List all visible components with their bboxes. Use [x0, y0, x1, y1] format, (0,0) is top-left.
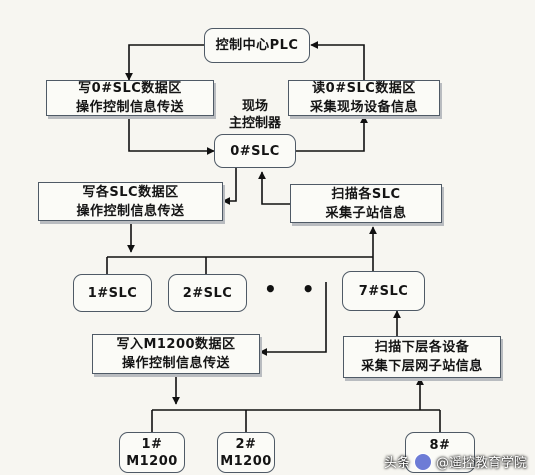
plc-node: 控制中心PLC	[204, 28, 310, 63]
write-m1200-node: 写入M1200数据区 操作控制信息传送	[92, 334, 260, 374]
arrow-slc0-to-read0	[296, 115, 368, 152]
plc-node-label: 控制中心PLC	[215, 38, 299, 53]
scan-lower-line-1: 扫描下层各设备	[374, 340, 470, 355]
read-0-slc-line-2: 采集现场设备信息	[309, 100, 418, 115]
m1200-2-node: 2# M1200	[217, 432, 275, 473]
slc-1-node: 1#SLC	[73, 274, 152, 312]
site-master-line-1: 现场	[241, 99, 268, 114]
write-each-slc-line-1: 写各SLC数据区	[82, 184, 179, 200]
m1200-1-node: 1# M1200	[119, 432, 185, 473]
scan-each-slc-line-1: 扫描各SLC	[331, 186, 401, 202]
m1200-1-line-2: M1200	[126, 453, 178, 469]
slc-0-label: 0#SLC	[230, 143, 280, 159]
write-each-slc-node: 写各SLC数据区 操作控制信息传送	[38, 182, 223, 221]
site-master-label: 现场 主控制器	[222, 98, 288, 132]
watermark: 头条 @遥控教育学院	[384, 452, 527, 471]
slc-7-node: 7#SLC	[342, 271, 425, 311]
arrow-read0-to-plc	[310, 41, 365, 80]
write-m1200-line-1: 写入M1200数据区	[116, 337, 236, 352]
read-0-slc-node: 读0#SLC数据区 采集现场设备信息	[288, 80, 440, 116]
m1200-8-line-1: 8#	[429, 438, 451, 453]
write-0-slc-node: 写0#SLC数据区 操作控制信息传送	[46, 80, 214, 116]
account-avatar-icon	[413, 452, 432, 471]
m1200-2-line-2: M1200	[220, 453, 272, 469]
slc-2-node: 2#SLC	[168, 274, 247, 312]
arrow-scaneach-to-slc0	[258, 171, 290, 205]
arrow-write0-to-slc0	[128, 116, 215, 155]
scan-lower-node: 扫描下层各设备 采集下层网子站信息	[343, 336, 501, 378]
arrow-slc0-to-writeeach	[222, 168, 237, 205]
write-m1200-line-2: 操作控制信息传送	[121, 356, 230, 371]
watermark-prefix: 头条	[383, 456, 410, 471]
ellipsis: • • •	[264, 277, 362, 301]
watermark-account: @遥控教育学院	[435, 456, 527, 471]
write-0-slc-line-1: 写0#SLC数据区	[78, 81, 182, 96]
slc-1-label: 1#SLC	[87, 285, 138, 301]
write-each-slc-line-2: 操作控制信息传送	[76, 203, 185, 219]
arrow-slc7-to-writem1200	[259, 282, 327, 356]
read-0-slc-line-1: 读0#SLC数据区	[312, 81, 416, 96]
scan-lower-line-2: 采集下层网子站信息	[361, 359, 483, 374]
scan-each-slc-line-2: 采集子站信息	[325, 205, 407, 221]
slc-7-label: 7#SLC	[358, 283, 409, 299]
scan-each-slc-node: 扫描各SLC 采集子站信息	[290, 184, 442, 223]
arrow-plc-to-write0	[125, 44, 204, 81]
slc-0-node: 0#SLC	[214, 134, 296, 168]
site-master-line-2: 主控制器	[228, 116, 281, 131]
slc-2-label: 2#SLC	[182, 285, 233, 301]
write-0-slc-line-2: 操作控制信息传送	[75, 100, 184, 115]
m1200-1-line-1: 1#	[141, 436, 163, 452]
m1200-2-line-1: 2#	[235, 436, 257, 452]
